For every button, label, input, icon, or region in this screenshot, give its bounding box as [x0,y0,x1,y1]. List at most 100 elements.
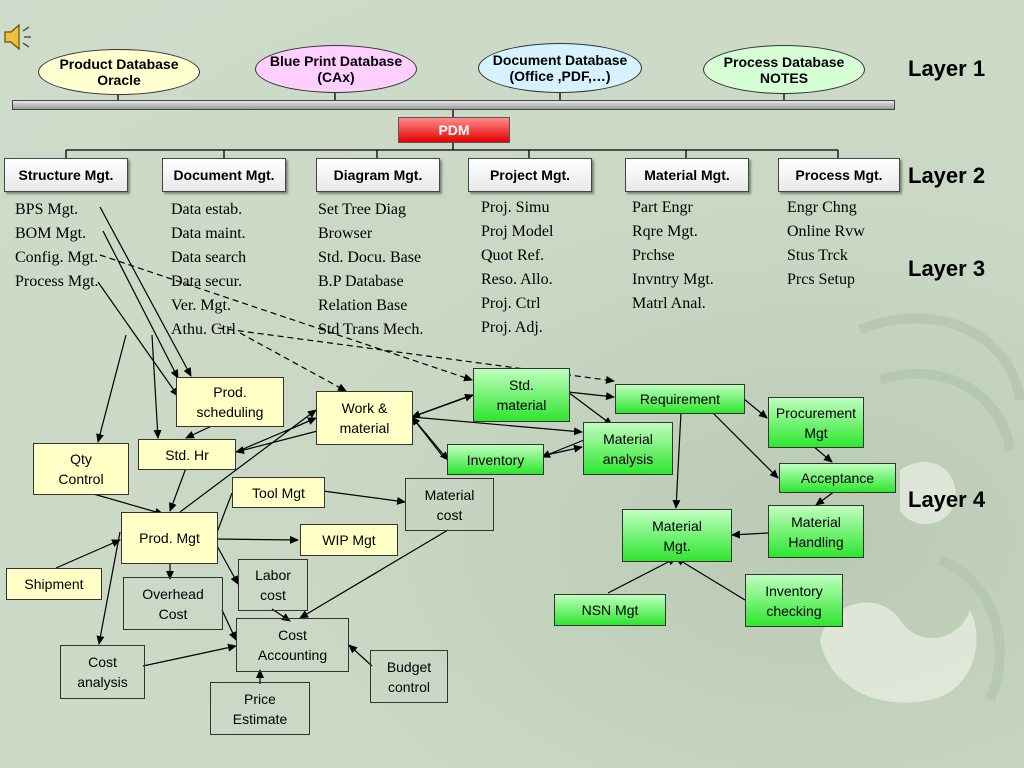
std-material-node: Std. material [473,368,570,422]
blueprint-database-line2: (CAx) [317,69,355,85]
node-label: Budget [386,658,432,675]
list-item: Std. Docu. Base [318,249,422,266]
material-handling-node: Material Handling [768,505,864,558]
list-item: Prcs Setup [787,271,855,288]
list-item: Ver. Mgt. [171,297,231,314]
node-label: Work & [341,400,388,416]
shipment-node: Shipment [6,568,102,600]
prod-mgt-node: Prod. Mgt [121,512,218,564]
list-item: Std Trans Mech. [318,321,424,338]
diagram-list: Set Tree Diag Browser Std. Docu. Base B.… [318,198,423,342]
list-item: Data maint. [171,225,246,242]
cost-accounting-node: Cost Accounting [236,618,349,672]
pdm-box: PDM [398,117,510,143]
process-list: Engr Chng Online Rvw Stus Trck Prcs Setu… [787,196,865,292]
node-label: Control [58,471,104,487]
list-item: Athu. Ctrl [171,321,236,338]
structure-list: BPS Mgt. BOM Mgt. Config. Mgt. Process M… [15,198,99,294]
std-hr-node: Std. Hr [138,439,236,470]
project-mgt: Project Mgt. [468,158,592,192]
node-label: Material [424,486,475,503]
node-label: Material [791,513,841,530]
qty-control-node: Qty Control [33,443,129,495]
node-label: cost [260,587,286,603]
project-list: Proj. Simu Proj Model Quot Ref. Reso. Al… [481,196,553,340]
blueprint-database: Blue Print Database (CAx) [255,45,417,93]
document-database-line2: (Office ,PDF,…) [509,68,611,84]
list-item: Data estab. [171,201,243,218]
material-cost-node: Material cost [405,478,494,531]
list-item: Data search [171,249,247,266]
price-estimate-node: Price Estimate [210,682,310,735]
list-item: Matrl Anal. [632,295,706,312]
node-label: analysis [602,450,654,467]
list-item: Online Rvw [787,223,865,240]
inventory-node: Inventory [447,444,544,475]
list-item: Prchse [632,247,675,264]
node-label: WIP Mgt [322,532,376,548]
node-label: Material [652,517,702,534]
material-list: Part Engr Rqre Mgt. Prchse Invntry Mgt. … [632,196,714,316]
procurement-mgt-node: Procurement Mgt [768,397,864,448]
node-label: Labor [255,567,291,583]
work-material-node: Work & material [316,391,413,445]
list-item: BPS Mgt. [15,201,79,218]
list-item: Rqre Mgt. [632,223,698,240]
node-label: checking [766,602,822,619]
node-label: Requirement [639,391,721,407]
list-item: Proj. Ctrl [481,295,541,312]
document-list: Data estab. Data maint. Data search Data… [171,198,246,342]
document-database-line1: Document Database [492,52,628,68]
node-label: Inventory [765,582,823,599]
layer-4-label: Layer 4 [908,487,986,512]
list-item: Invntry Mgt. [632,271,714,288]
node-label: Cost [278,627,307,643]
layer-1-label: Layer 1 [908,56,986,81]
node-label: Cost [158,605,188,622]
node-label: Mgt. [663,537,691,554]
list-item: Browser [318,225,373,242]
node-label: Accounting [257,647,328,663]
product-database-line1: Product Database [59,56,179,72]
list-item: Proj Model [481,223,554,240]
list-item: Proj. Adj. [481,319,543,336]
node-label: Overhead [142,585,204,602]
node-label: Material [603,430,653,447]
material-analysis-node: Material analysis [583,422,673,475]
list-item: Set Tree Diag [318,201,406,218]
node-label: Acceptance [800,470,875,486]
layer-2-label: Layer 2 [908,163,986,188]
node-label: Prod. [213,384,247,400]
document-mgt: Document Mgt. [162,158,286,192]
node-label: Procurement [775,404,857,421]
list-item: Quot Ref. [481,247,545,264]
node-label: Mgt [804,424,828,441]
process-database: Process Database NOTES [703,45,865,94]
node-label: Qty [70,451,92,467]
list-item: Part Engr [632,199,693,216]
list-item: Stus Trck [787,247,848,264]
list-item: Relation Base [318,297,408,314]
list-item: Proj. Simu [481,199,550,216]
process-database-line2: NOTES [759,69,809,86]
budget-control-node: Budget control [370,650,448,703]
node-label: analysis [77,674,128,690]
requirement-node: Requirement [615,384,745,414]
speaker-icon[interactable] [2,22,34,52]
wip-mgt-node: WIP Mgt [300,524,398,556]
labor-cost-node: Labor cost [238,559,308,611]
node-label: Inventory [466,451,525,468]
list-item: Config. Mgt. [15,249,99,266]
list-item: Reso. Allo. [481,271,553,288]
prod-scheduling-node: Prod. scheduling [176,377,284,427]
process-database-line1: Process Database [723,53,845,70]
node-label: material [496,397,547,413]
node-label: NSN Mgt [581,602,639,618]
layer-3-label: Layer 3 [908,256,986,281]
node-label: Estimate [232,710,288,727]
list-item: Data secur. [171,273,243,290]
cost-analysis-node: Cost analysis [60,645,145,699]
